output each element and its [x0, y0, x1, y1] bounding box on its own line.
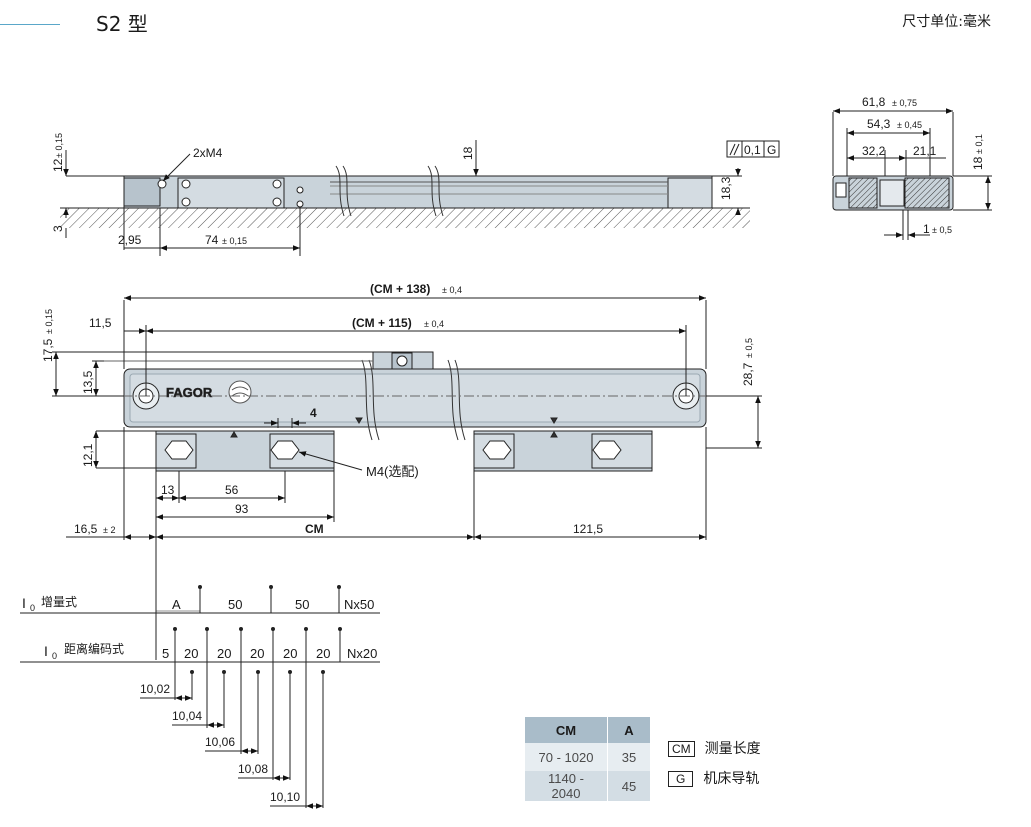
dim-cm138: (CM + 138) [370, 282, 430, 296]
coded-n: Nx20 [347, 646, 377, 661]
dim-3: 3 [51, 225, 65, 232]
legend-text: 测量长度 [704, 741, 761, 757]
front-view [52, 295, 762, 540]
legend-key: CM [668, 741, 695, 757]
table-row: 1140 - 2040 45 [525, 771, 650, 801]
inc-p2: 50 [295, 597, 309, 612]
inc-n: Nx50 [344, 597, 374, 612]
offset-1: 10,02 [140, 682, 170, 696]
coded-symbol: I [44, 643, 48, 659]
dim-16-5: 16,5 [74, 522, 98, 536]
dim-16-5-tol: ± 2 [103, 525, 115, 535]
legend-text: 机床导轨 [703, 771, 760, 787]
table-row: 70 - 1020 35 [525, 743, 650, 771]
dim-54-3-tol: ± 0,45 [897, 120, 922, 130]
dim-cm115-tol: ± 0,4 [424, 319, 444, 329]
top-view-labels: 12 ± 0,15 3 2xM4 18 18,3 2,95 74 ± 0,15 … [51, 133, 776, 247]
dim-2-95: 2,95 [118, 233, 142, 247]
coded-pitch-4: 20 [283, 646, 297, 661]
parallel-value: 0,1 [744, 143, 761, 157]
inc-symbol: I [22, 595, 26, 611]
dim-12-tol: ± 0,15 [54, 133, 64, 158]
dim-13: 13 [161, 483, 175, 497]
dim-28-7: 28,7 [741, 362, 755, 386]
front-view-labels: FAGOR (CM + 138) ± 0,4 (CM + 115) ± 0,4 … [41, 282, 755, 536]
dim-54-3: 54,3 [867, 117, 891, 131]
header-rule [0, 24, 60, 25]
spec-table: CM A 70 - 1020 35 1140 - 2040 45 [525, 717, 650, 801]
dim-13-5: 13,5 [81, 370, 95, 394]
offset-3: 10,06 [205, 735, 235, 749]
offset-2: 10,04 [172, 709, 202, 723]
label-m4: M4(选配) [366, 464, 419, 479]
dim-61-8-tol: ± 0,75 [892, 98, 917, 108]
section-view-labels: 61,8 ± 0,75 54,3 ± 0,45 32,2 21,1 18 ± 0… [862, 95, 985, 236]
inc-a: A [172, 597, 181, 612]
dim-17-5-tol: ± 0,15 [44, 309, 54, 334]
dim-61-8: 61,8 [862, 95, 886, 109]
dim-1: 1 [923, 222, 930, 236]
header-a: A [607, 717, 650, 743]
dim-12: 12 [51, 158, 65, 172]
dim-cm: CM [305, 522, 324, 536]
top-view [60, 140, 780, 256]
reference-marks-labels: I 0 增量式 A 50 50 Nx50 I 0 距离编码式 5 20 20 2… [22, 595, 377, 804]
page-title: S2 型 [96, 12, 148, 36]
offset-4: 10,08 [238, 762, 268, 776]
offset-5: 10,10 [270, 790, 300, 804]
dim-56: 56 [225, 483, 239, 497]
inc-p1: 50 [228, 597, 242, 612]
coded-pitch-1: 20 [184, 646, 198, 661]
dim-28-7-tol: ± 0,5 [744, 338, 754, 358]
dim-12-1: 12,1 [81, 443, 95, 467]
dim-11-5: 11,5 [89, 316, 112, 330]
coded-label: 距离编码式 [64, 641, 124, 656]
header-cm: CM [525, 717, 608, 743]
dim-18: 18 [461, 146, 475, 160]
cell-a: 35 [607, 743, 650, 771]
legend-item-g: G 机床导轨 [668, 768, 759, 788]
coded-pitch-2: 20 [217, 646, 231, 661]
logo-fagor: FAGOR [166, 385, 213, 400]
dim-cm138-tol: ± 0,4 [442, 285, 462, 295]
inc-label: 增量式 [41, 595, 77, 609]
dim-121-5: 121,5 [573, 522, 603, 536]
dim-93: 93 [235, 502, 249, 516]
legend-item-cm: CM 测量长度 [668, 738, 761, 758]
dim-21-1: 21,1 [913, 144, 937, 158]
coded-first: 5 [162, 646, 169, 661]
inc-sub: 0 [30, 603, 35, 613]
dim-1-tol: ± 0,5 [932, 225, 952, 235]
unit-note: 尺寸单位:毫米 [902, 14, 991, 30]
dim-18-tol: ± 0,1 [974, 134, 984, 154]
dim-17-5: 17,5 [41, 338, 55, 362]
coded-pitch-5: 20 [316, 646, 330, 661]
parallel-ref: G [767, 143, 776, 157]
dim-4: 4 [310, 406, 317, 420]
dim-18: 18 [971, 156, 985, 170]
cell-a: 45 [607, 771, 650, 801]
cell-cm-range: 70 - 1020 [525, 743, 608, 771]
spec-table-header: CM A [525, 717, 650, 743]
dim-32-2: 32,2 [862, 144, 886, 158]
dim-cm115: (CM + 115) [352, 316, 412, 330]
section-view [832, 108, 992, 240]
coded-pitch-3: 20 [250, 646, 264, 661]
dim-74-tol: ± 0,15 [222, 236, 247, 246]
cell-cm-range: 1140 - 2040 [525, 771, 608, 801]
legend-key: G [668, 771, 694, 787]
dim-74: 74 [205, 233, 219, 247]
label-2xm4: 2xM4 [193, 146, 223, 160]
reference-marks [20, 540, 380, 809]
coded-sub: 0 [52, 651, 57, 661]
dim-18-3: 18,3 [719, 176, 733, 200]
